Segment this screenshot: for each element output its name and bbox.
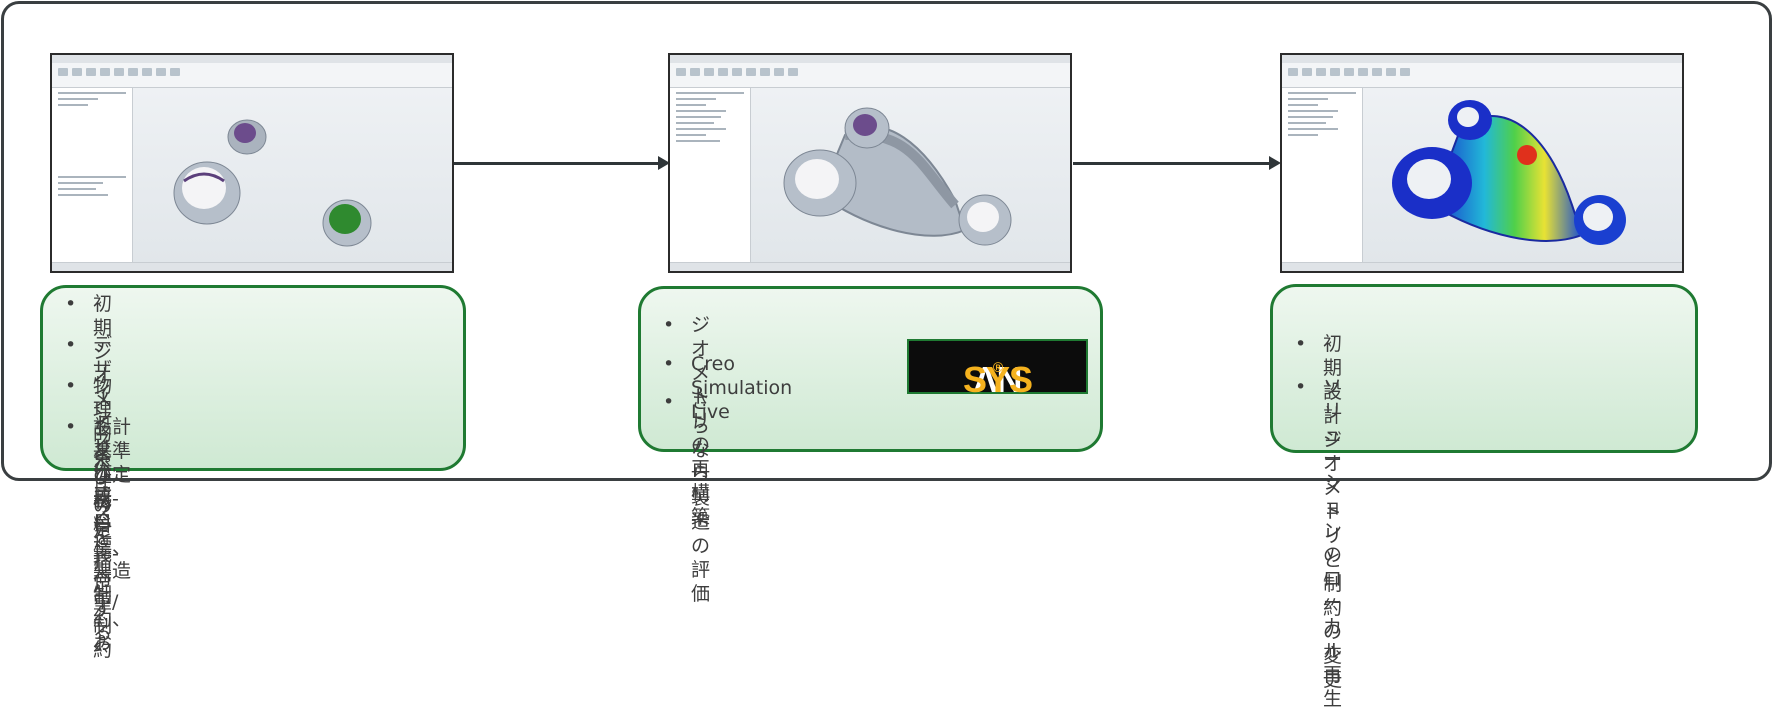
screenshot-generated-geometry <box>668 53 1072 273</box>
cylinders-illustration <box>173 119 372 247</box>
arrow-step2-to-step3 <box>1073 156 1281 170</box>
step3-description-box: •初期設計ジオメトリと制約の変更 •ソリューションのローカル再生 <box>1270 284 1698 710</box>
stress-result-illustration <box>1392 100 1626 245</box>
screenshot-simulation-result <box>1280 53 1684 273</box>
bracket-geometry-illustration <box>783 107 1012 246</box>
arrow-step1-to-step2 <box>454 156 670 170</box>
step1-description-box: •初期ジオメトリ作成 •デザインスペースを指定する •物理的条件の定義-荷重/制… <box>40 285 466 661</box>
screenshot-initial-geometry <box>50 53 454 273</box>
